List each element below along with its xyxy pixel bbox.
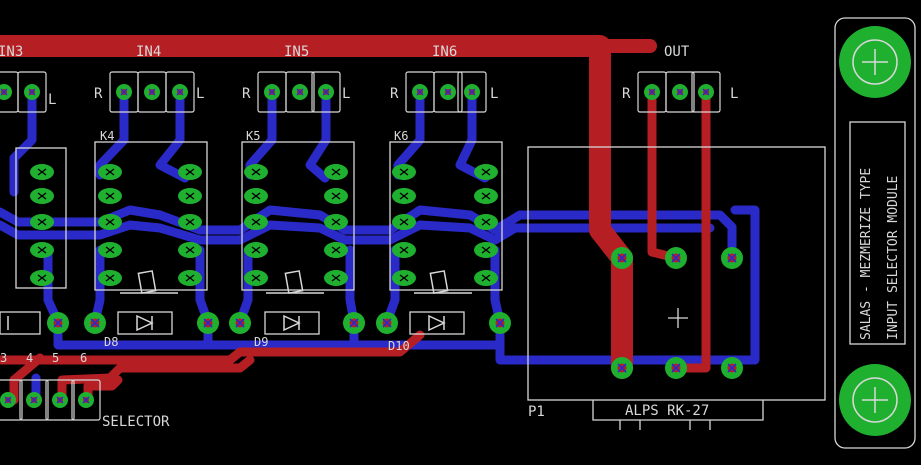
label-l-out: L bbox=[730, 86, 738, 102]
label-l-in4: L bbox=[196, 86, 204, 102]
title-line-2: INPUT SELECTOR MODULE bbox=[886, 176, 901, 340]
label-diode-d9: D9 bbox=[254, 335, 268, 349]
label-r-in4: R bbox=[94, 86, 103, 102]
relay-outline bbox=[94, 141, 208, 291]
relay-outline bbox=[15, 147, 67, 289]
label-l-in6: L bbox=[490, 86, 498, 102]
label-pin-4: 4 bbox=[26, 351, 33, 365]
label-diode-d10: D10 bbox=[388, 339, 410, 353]
pot-outline bbox=[527, 146, 826, 401]
diode-pads bbox=[46, 311, 512, 335]
label-relay-k6: K6 bbox=[394, 129, 408, 143]
label-out: OUT bbox=[664, 44, 690, 60]
label-in4: IN4 bbox=[136, 44, 161, 60]
title-block-outline bbox=[849, 121, 906, 345]
mounting-hole-bottom bbox=[839, 364, 911, 436]
silkscreen-layer bbox=[0, 17, 916, 449]
title-line-1: SALAS - MEZMERIZE TYPE bbox=[859, 168, 874, 340]
label-relay-k4: K4 bbox=[100, 129, 114, 143]
relay-outline bbox=[241, 141, 355, 291]
label-r-in5: R bbox=[242, 86, 251, 102]
label-diode-d8: D8 bbox=[104, 335, 118, 349]
label-r-in6: R bbox=[390, 86, 399, 102]
label-in5: IN5 bbox=[284, 44, 309, 60]
label-selector: SELECTOR bbox=[102, 414, 170, 430]
terminal-in3 bbox=[0, 71, 47, 113]
label-pot-ref: P1 bbox=[528, 404, 545, 420]
label-pin-3: 3 bbox=[0, 351, 7, 365]
label-l-in5: L bbox=[342, 86, 350, 102]
pot-pads bbox=[610, 246, 744, 380]
label-in6: IN6 bbox=[432, 44, 457, 60]
label-pin-5: 5 bbox=[52, 351, 59, 365]
label-r-out: R bbox=[622, 86, 631, 102]
label-pin-6: 6 bbox=[80, 351, 87, 365]
diode-symbols bbox=[7, 270, 472, 332]
label-pot-value: ALPS RK-27 bbox=[625, 403, 709, 419]
relay-outline bbox=[389, 141, 503, 291]
label-in3: IN3 bbox=[0, 44, 23, 60]
label-relay-k5: K5 bbox=[246, 129, 260, 143]
mounting-hole-top bbox=[839, 26, 911, 98]
label-l-in3: L bbox=[48, 92, 56, 108]
